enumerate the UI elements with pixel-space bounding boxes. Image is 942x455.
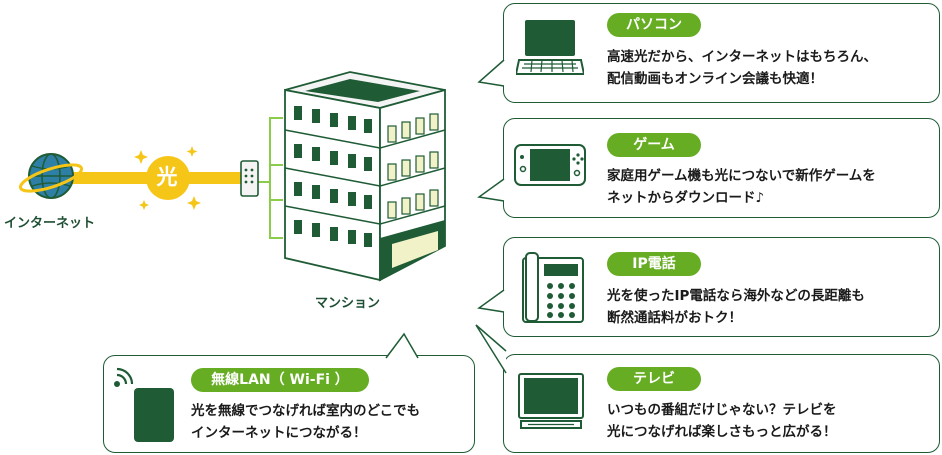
card-game-line-2: ネットからダウンロード♪ — [607, 190, 765, 206]
tv-icon — [518, 373, 584, 429]
wire-floor-1 — [257, 117, 283, 183]
wire-floor-2 — [269, 164, 283, 182]
card-pc-line-2: 配信動画もオンライン会議も快適！ — [607, 71, 823, 87]
card-game: ゲーム 家庭用ゲーム機も光につないで新作ゲームを ネットからダウンロード♪ — [477, 118, 940, 218]
ip-phone-icon — [522, 252, 584, 323]
globe-icon — [18, 153, 84, 199]
card-wifi-line-1: 光を無線でつなげれば室内のどこでも — [191, 403, 421, 419]
card-game-line-1: 家庭用ゲーム機も光につないで新作ゲームを — [607, 168, 876, 184]
card-wifi-pointer — [385, 332, 419, 359]
card-ipphone-title: IP電話 — [607, 252, 701, 276]
card-wifi-title: 無線LAN（ Wi-Fi ） — [191, 368, 369, 392]
card-ipphone-line-2: 断然通話料がおトク！ — [607, 310, 742, 326]
card-ipphone-line-1: 光を使ったIP電話なら海外などの長距離も — [607, 288, 865, 304]
card-wifi: 無線LAN（ Wi-Fi ） 光を無線でつなげれば室内のどこでも インターネット… — [103, 332, 475, 453]
hikari-badge-icon — [134, 146, 201, 210]
card-ipphone-pointer — [477, 289, 505, 313]
card-wifi-line-2: インターネットにつながる！ — [191, 425, 367, 441]
card-pc-line-1: 高速光だから、インターネットはもちろん、 — [607, 49, 877, 65]
card-tv-pointer — [475, 324, 507, 374]
wire-floor-4 — [269, 182, 283, 239]
card-tv-title: テレビ — [607, 367, 701, 391]
onu-device-icon — [240, 160, 259, 197]
card-tv: テレビ いつもの番組だけじゃない？テレビを 光につなげれば楽しさもっと広がる！ — [475, 324, 940, 453]
building-label: マンション — [315, 296, 381, 311]
card-tv-line-1: いつもの番組だけじゃない？テレビを — [607, 402, 837, 418]
card-game-title: ゲーム — [607, 133, 701, 157]
game-console-icon — [514, 144, 586, 186]
card-pc: パソコン 高速光だから、インターネットはもちろん、 配信動画もオンライン会議も快… — [477, 3, 940, 103]
hikari-label: 光 — [156, 165, 178, 189]
internet-label: インターネット — [4, 216, 96, 231]
laptop-icon — [516, 20, 584, 75]
card-tv-line-2: 光につなげれば楽しさもっと広がる！ — [607, 424, 837, 440]
card-ipphone: IP電話 光を使ったIP電話なら海外などの長距離も 断然通話料がおトク！ — [477, 237, 940, 337]
card-pc-title: パソコン — [607, 13, 701, 37]
apartment-building-icon — [284, 71, 446, 282]
card-game-pointer — [477, 178, 505, 202]
card-pc-pointer — [477, 59, 505, 87]
wifi-router-icon — [114, 367, 174, 442]
